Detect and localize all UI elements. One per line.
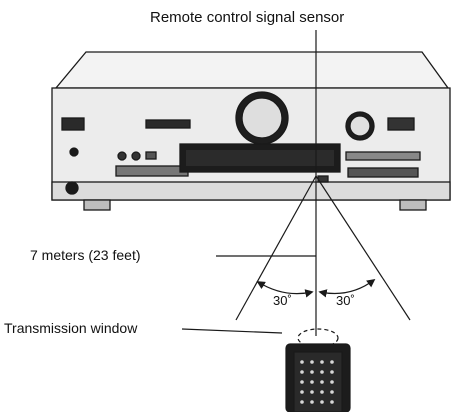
remote-buttons <box>300 360 334 404</box>
remote-button <box>310 360 314 364</box>
power-button <box>61 117 85 131</box>
remote-button <box>310 370 314 374</box>
right-mode-button <box>387 117 415 131</box>
remote-button <box>320 380 324 384</box>
phones-jack-icon <box>65 181 79 195</box>
receiver-foot-left <box>83 199 111 211</box>
av-receiver <box>51 51 451 211</box>
volume-knob-face <box>241 97 283 139</box>
angle-label-right: 30˚ <box>336 293 355 308</box>
small-button <box>145 151 157 160</box>
left-angle-line <box>235 175 317 321</box>
angle-label-left: 30˚ <box>273 293 292 308</box>
remote-button <box>330 380 334 384</box>
remote-button <box>320 400 324 404</box>
window-leader-line <box>181 328 283 334</box>
range-label: 7 meters (23 feet) <box>30 247 141 263</box>
input-selector-buttons <box>115 165 189 177</box>
remote-button <box>300 370 304 374</box>
signal-lines <box>181 30 411 348</box>
remote-button <box>330 400 334 404</box>
remote-button <box>330 360 334 364</box>
mode-indicator-strip <box>145 119 191 129</box>
remote-button <box>330 370 334 374</box>
receiver-top <box>54 51 450 89</box>
small-knob-icon <box>131 151 141 161</box>
display-window-highlight <box>186 150 334 166</box>
right-angle-line <box>315 175 411 321</box>
remote-button <box>300 390 304 394</box>
transmission-window-label: Transmission window <box>4 320 138 336</box>
remote-button <box>320 370 324 374</box>
sensor-label: Remote control signal sensor <box>150 9 345 26</box>
receiver-bottom-strip <box>51 181 451 201</box>
remote-button <box>300 360 304 364</box>
left-angle-arc <box>256 281 314 298</box>
receiver-foot-right <box>399 199 427 211</box>
remote-button <box>310 390 314 394</box>
remote-button <box>310 400 314 404</box>
right-angle-arc <box>318 278 376 298</box>
right-bottom-buttons <box>347 167 419 178</box>
remote-button <box>300 400 304 404</box>
remote-button <box>330 390 334 394</box>
remote-button <box>320 390 324 394</box>
remote-control <box>285 343 351 412</box>
remote-button <box>320 360 324 364</box>
right-button-row <box>345 151 421 161</box>
selector-knob-face <box>349 115 371 137</box>
remote-button <box>300 380 304 384</box>
small-knob-icon <box>117 151 127 161</box>
remote-button <box>310 380 314 384</box>
speakers-button-icon <box>69 147 79 157</box>
